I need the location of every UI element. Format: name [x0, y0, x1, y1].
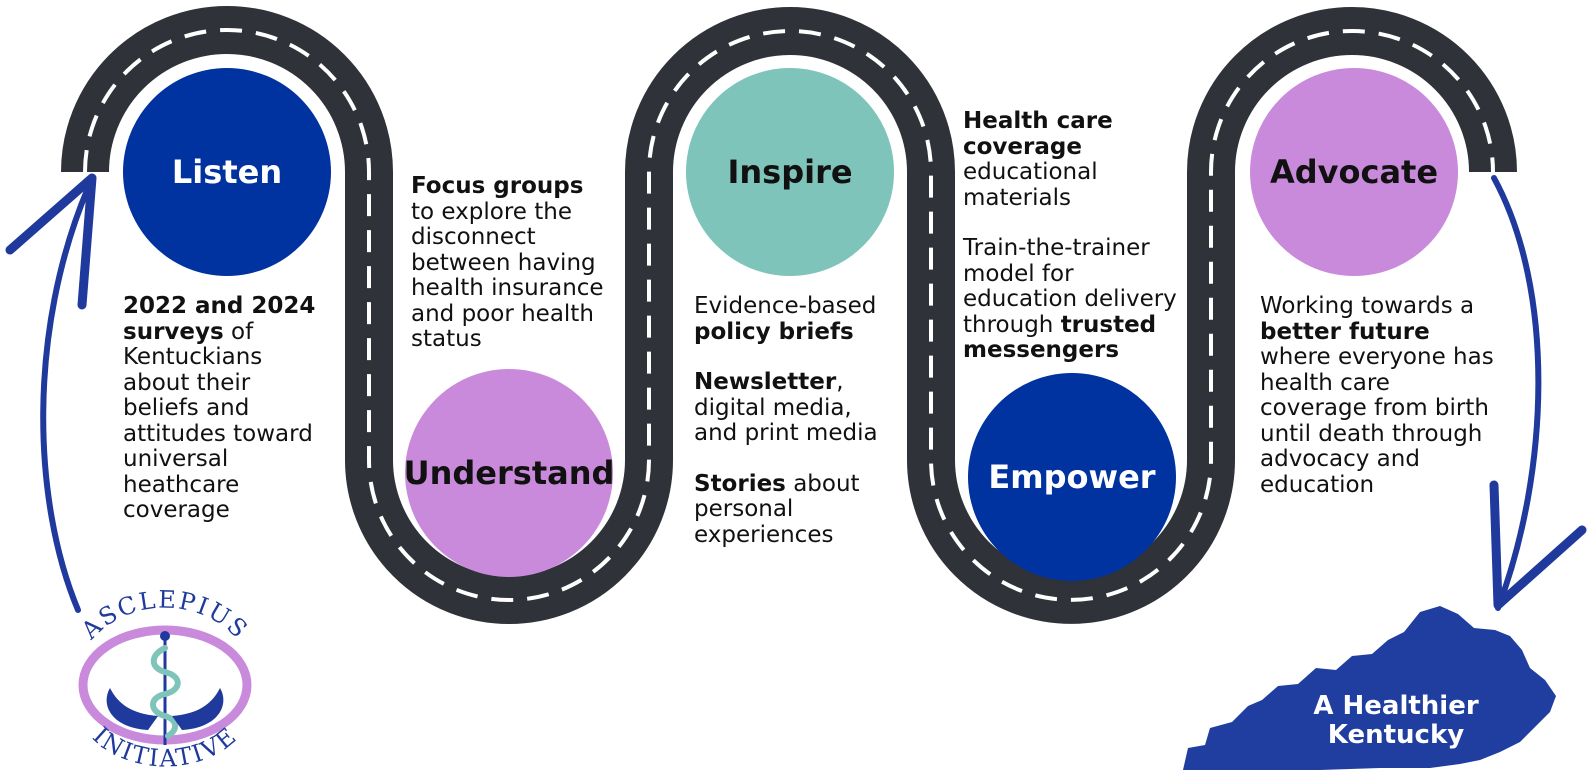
inspire-item2-bold: Newsletter — [694, 369, 837, 395]
right-curved-arrow — [1491, 175, 1542, 611]
understand-label: Understand — [403, 454, 615, 492]
advocate-rest: where everyone has health care coverage … — [1260, 344, 1494, 498]
empower-label: Empower — [988, 458, 1156, 496]
understand-focus-bold: Focus groups — [411, 173, 584, 199]
right-arrowhead — [1489, 480, 1587, 610]
listen-circle — [123, 68, 331, 276]
empower-item1-rest: educational materials — [963, 159, 1098, 211]
advocate-pre: Working towards a — [1260, 293, 1475, 319]
understand-focus-rest: to explore the disconnect between having… — [411, 198, 604, 352]
advocate-circle — [1250, 68, 1458, 276]
kentucky-map-icon — [1183, 606, 1556, 770]
listen-surveys-bold: 2022 and 2024 surveys — [123, 293, 316, 345]
advocate-label: Advocate — [1269, 153, 1439, 191]
inspire-item3-bold: Stories — [694, 470, 786, 497]
inspire-item1-bold: policy briefs — [694, 318, 854, 345]
inspire-label: Inspire — [727, 153, 853, 191]
inspire-item1-pre: Evidence-based — [694, 293, 877, 319]
left-arrowhead — [5, 173, 97, 310]
understand-circle — [405, 369, 613, 577]
caduceus-hands-icon — [78, 625, 252, 745]
winding-road — [61, 6, 1517, 624]
listen-description: 2022 and 2024 surveys of Kentuckians abo… — [123, 293, 328, 524]
inspire-item2-rest: , digital media, and print media — [694, 369, 878, 446]
empower-item1-bold: Health care coverage — [963, 108, 1113, 160]
empower-item2-bold: trusted messengers — [963, 311, 1157, 363]
ky-line1: A Healthier — [1313, 691, 1479, 721]
inspire-circle — [686, 68, 894, 276]
healthier-kentucky-label: A Healthier Kentucky — [1296, 692, 1496, 750]
left-curved-arrow — [40, 185, 91, 613]
listen-surveys-rest: of Kentuckians about their beliefs and a… — [123, 318, 313, 523]
ky-line2: Kentucky — [1327, 720, 1465, 750]
empower-circle — [968, 373, 1176, 581]
advocate-bold: better future — [1260, 318, 1430, 345]
listen-label: Listen — [171, 153, 283, 191]
empower-item2-pre: Train-the-trainer model for education de… — [963, 235, 1177, 338]
inspire-item3-rest: about personal experiences — [694, 470, 860, 548]
